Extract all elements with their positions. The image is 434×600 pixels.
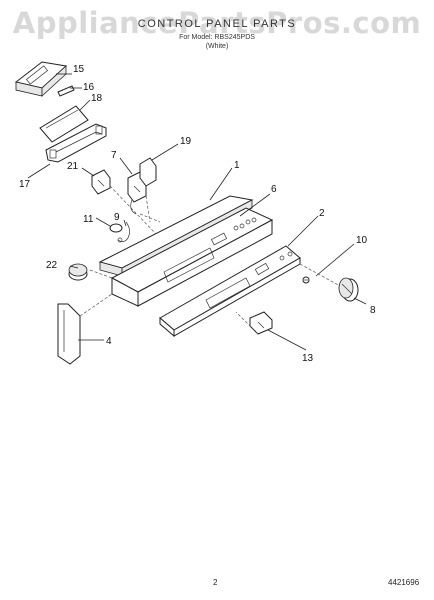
knob-8 xyxy=(338,277,359,302)
page-number: 2 xyxy=(213,578,218,587)
knob-22 xyxy=(68,263,88,281)
callout-13: 13 xyxy=(302,353,314,364)
clip-part xyxy=(14,61,68,97)
callout-6: 6 xyxy=(271,184,277,195)
screw-10 xyxy=(302,276,310,284)
callout-9: 9 xyxy=(114,212,120,223)
callout-8: 8 xyxy=(370,305,376,316)
variant-label: (White) xyxy=(205,43,229,50)
leader-lines xyxy=(27,73,367,351)
callout-10: 10 xyxy=(356,235,368,246)
diagram-title: CONTROL PANEL PARTS xyxy=(137,18,297,30)
callout-17: 17 xyxy=(19,179,31,190)
document-number: 4421696 xyxy=(388,578,420,587)
callout-18: 18 xyxy=(91,93,103,104)
switch-21 xyxy=(91,169,111,195)
bracket-left xyxy=(45,123,107,163)
control-panel xyxy=(110,207,274,307)
callout-4: 4 xyxy=(106,336,112,347)
callout-2: 2 xyxy=(319,208,325,219)
callout-21: 21 xyxy=(67,161,79,172)
overlay-plate xyxy=(39,105,89,143)
callout-16: 16 xyxy=(83,82,95,93)
switch-19 xyxy=(139,157,157,187)
callout-15: 15 xyxy=(73,64,85,75)
callout-11: 11 xyxy=(83,214,94,225)
watermark: AppliancePartsPros.com xyxy=(12,6,422,40)
clock-11 xyxy=(109,223,123,233)
callout-22: 22 xyxy=(46,260,58,271)
callout-1: 1 xyxy=(234,160,240,171)
callout-labels: 15 16 18 17 21 7 19 1 6 2 11 9 10 22 8 4… xyxy=(19,64,376,364)
alignment-lines xyxy=(79,185,341,335)
callout-19: 19 xyxy=(180,136,192,147)
callout-7: 7 xyxy=(111,150,117,161)
end-cap-4 xyxy=(57,303,81,365)
screw-small xyxy=(57,85,75,97)
wire-9 xyxy=(117,221,130,243)
model-subtitle: For Model: RBS245PDS xyxy=(179,34,255,41)
